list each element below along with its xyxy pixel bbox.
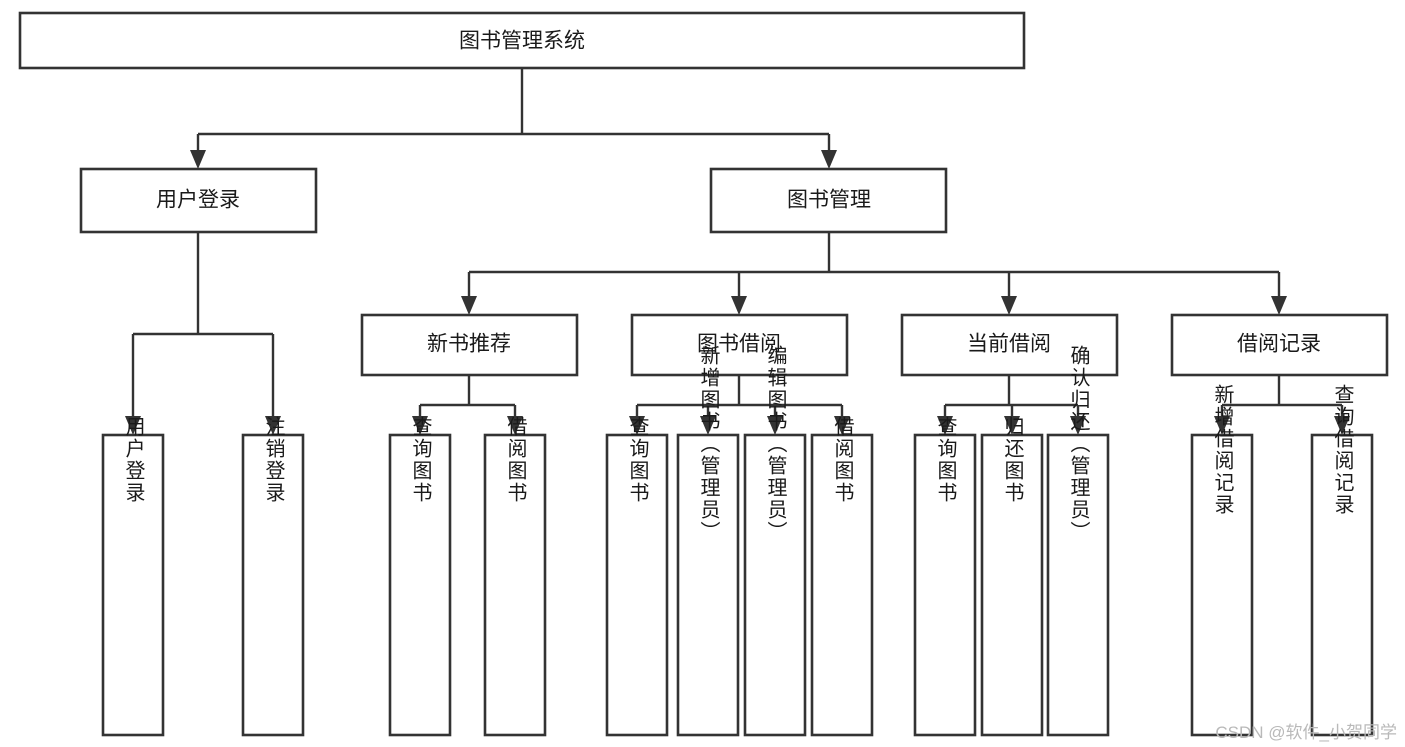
node-root-label: 图书管理系统 [459,30,585,53]
arrow-head-leaf-borrow-book-rec [507,416,523,435]
node-leaf-borrow-book-bor[interactable]: 借阅图书 [810,416,874,737]
node-leaf-query-book-rec-label: 查询图书 [409,416,432,504]
node-book-borrow[interactable]: 图书借阅 [630,313,849,377]
node-leaf-query-book-cur[interactable]: 查询图书 [913,416,977,737]
node-borrow-record-label: 借阅记录 [1237,333,1321,356]
node-leaf-user-login-label: 用户登录 [122,416,145,504]
node-leaf-borrow-book-bor-label: 借阅图书 [831,416,854,504]
node-leaf-query-borrow-record-label: 查询借阅记录 [1331,384,1354,516]
node-leaf-return-book[interactable]: 归还图书 [980,416,1044,737]
node-current-borrow-label: 当前借阅 [967,333,1051,356]
node-user-login[interactable]: 用户登录 [79,167,318,234]
node-leaf-add-book-admin-label: 新增图书（管理员） [697,345,720,543]
node-borrow-record[interactable]: 借阅记录 [1170,313,1389,377]
node-leaf-add-borrow-record-label: 新增借阅记录 [1211,384,1234,516]
node-leaf-user-login[interactable]: 用户登录 [101,416,165,737]
arrow-head-current-borrow [1001,296,1017,315]
arrow-head-user-login [190,150,206,169]
arrow-head-leaf-borrow-book-bor [834,416,850,435]
node-user-login-label: 用户登录 [156,189,240,212]
node-leaf-query-book-bor[interactable]: 查询图书 [605,416,669,737]
node-book-manage-label: 图书管理 [787,189,871,212]
arrow-head-leaf-add-borrow-record [1214,416,1230,435]
node-leaf-query-book-bor-label: 查询图书 [626,416,649,504]
arrow-head-leaf-query-book-cur [937,416,953,435]
csdn-watermark: CSDN @软件_小贺同学 [1215,723,1397,742]
arrow-head-leaf-query-book-bor [629,416,645,435]
node-book-borrow-label: 图书借阅 [697,333,781,356]
node-leaf-confirm-return-admin[interactable]: 确认归还（管理员） [1046,345,1110,737]
node-leaf-logout-login-label: 注销登录 [262,416,285,504]
node-leaf-edit-book-admin[interactable]: 编辑图书（管理员） [743,345,807,737]
arrow-head-book-borrow [731,296,747,315]
node-book-manage[interactable]: 图书管理 [709,167,948,234]
arrow-head-new-book-recommend [461,296,477,315]
node-leaf-confirm-return-admin-label: 确认归还（管理员） [1067,345,1090,543]
arrow-head-leaf-logout-login [265,416,281,435]
node-leaf-add-borrow-record[interactable]: 新增借阅记录 [1190,384,1254,737]
node-leaf-edit-book-admin-label: 编辑图书（管理员） [764,345,787,543]
node-leaf-logout-login[interactable]: 注销登录 [241,416,305,737]
node-leaf-query-book-cur-label: 查询图书 [934,416,957,504]
arrow-head-leaf-confirm-return-admin [1070,416,1086,435]
node-new-book-recommend-label: 新书推荐 [427,333,511,356]
arrow-head-leaf-add-book-admin [700,416,716,435]
arrow-head-leaf-query-book-rec [412,416,428,435]
node-root-book-management-system[interactable]: 图书管理系统 [18,11,1026,70]
node-leaf-query-borrow-record[interactable]: 查询借阅记录 [1310,384,1374,737]
arrow-head-leaf-query-borrow-record [1334,416,1350,435]
arrow-head-book-manage [821,150,837,169]
node-leaf-add-book-admin[interactable]: 新增图书（管理员） [676,345,740,737]
node-leaf-borrow-book-rec[interactable]: 借阅图书 [483,416,547,737]
node-layer: 图书管理系统 用户登录 图书管理 新书推荐 图书借阅 当前 [18,11,1389,737]
node-current-borrow[interactable]: 当前借阅 [900,313,1119,377]
node-leaf-return-book-label: 归还图书 [1001,416,1024,504]
node-new-book-recommend[interactable]: 新书推荐 [360,313,579,377]
arrow-head-leaf-return-book [1004,416,1020,435]
arrow-head-leaf-user-login [125,416,141,435]
arrow-head-borrow-record [1271,296,1287,315]
node-leaf-borrow-book-rec-label: 借阅图书 [504,416,527,504]
connector-layer [125,68,1350,435]
arrow-head-leaf-edit-book-admin [767,416,783,435]
node-leaf-query-book-rec[interactable]: 查询图书 [388,416,452,737]
